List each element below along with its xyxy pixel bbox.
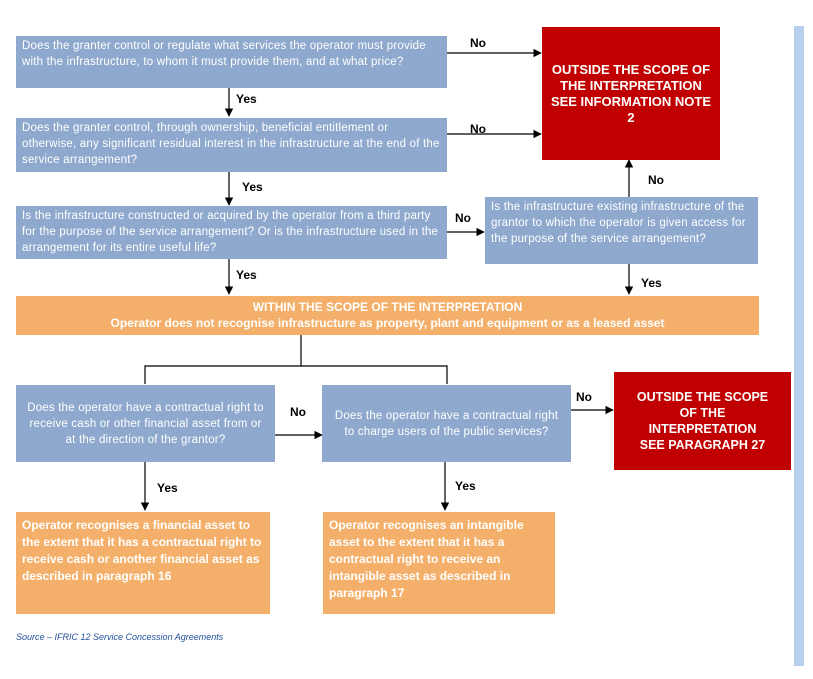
question-6: Does the operator have a contractual rig… bbox=[322, 385, 571, 462]
label-q2-no: No bbox=[470, 122, 486, 136]
question-3: Is the infrastructure constructed or acq… bbox=[16, 206, 447, 259]
label-q1-no: No bbox=[470, 36, 486, 50]
financial-asset-box: Operator recognises a financial asset to… bbox=[16, 512, 270, 614]
connector-within-split bbox=[144, 335, 302, 384]
label-q3-no: No bbox=[455, 211, 471, 225]
source-caption: Source – IFRIC 12 Service Concession Agr… bbox=[16, 632, 224, 642]
question-2: Does the granter control, through owners… bbox=[16, 118, 447, 172]
question-5: Does the operator have a contractual rig… bbox=[16, 385, 275, 462]
label-q5-yes: Yes bbox=[157, 481, 178, 495]
within-scope-subtitle: Operator does not recognise infrastructu… bbox=[110, 316, 665, 330]
within-scope-title: WITHIN THE SCOPE OF THE INTERPRETATION bbox=[252, 300, 523, 314]
intangible-asset-box: Operator recognises an intangible asset … bbox=[323, 512, 555, 614]
outside-scope-1-note: SEE INFORMATION NOTE 2 bbox=[550, 93, 712, 125]
label-q3-yes: Yes bbox=[236, 268, 257, 282]
label-q6-no: No bbox=[576, 390, 592, 404]
label-q5-no: No bbox=[290, 405, 306, 419]
outside-scope-box-1: OUTSIDE THE SCOPE OF THE INTERPRETATION … bbox=[542, 27, 720, 160]
question-1: Does the granter control or regulate wha… bbox=[16, 36, 447, 88]
label-q2-yes: Yes bbox=[242, 180, 263, 194]
outside-scope-2-note: SEE PARAGRAPH 27 bbox=[639, 438, 766, 452]
within-scope-box: WITHIN THE SCOPE OF THE INTERPRETATION O… bbox=[16, 296, 759, 335]
label-q4-no: No bbox=[648, 173, 664, 187]
label-q4-yes: Yes bbox=[641, 276, 662, 290]
sidebar-bar bbox=[794, 26, 804, 666]
outside-scope-2-title: OUTSIDE THE SCOPE OF THE INTERPRETATION bbox=[636, 390, 769, 436]
label-q1-yes: Yes bbox=[236, 92, 257, 106]
label-q6-yes: Yes bbox=[455, 479, 476, 493]
outside-scope-1-title: OUTSIDE THE SCOPE OF THE INTERPRETATION bbox=[551, 61, 711, 93]
connector-within-split-right bbox=[301, 365, 448, 384]
question-4: Is the infrastructure existing infrastru… bbox=[485, 197, 758, 264]
outside-scope-box-2: OUTSIDE THE SCOPE OF THE INTERPRETATION … bbox=[614, 372, 791, 470]
